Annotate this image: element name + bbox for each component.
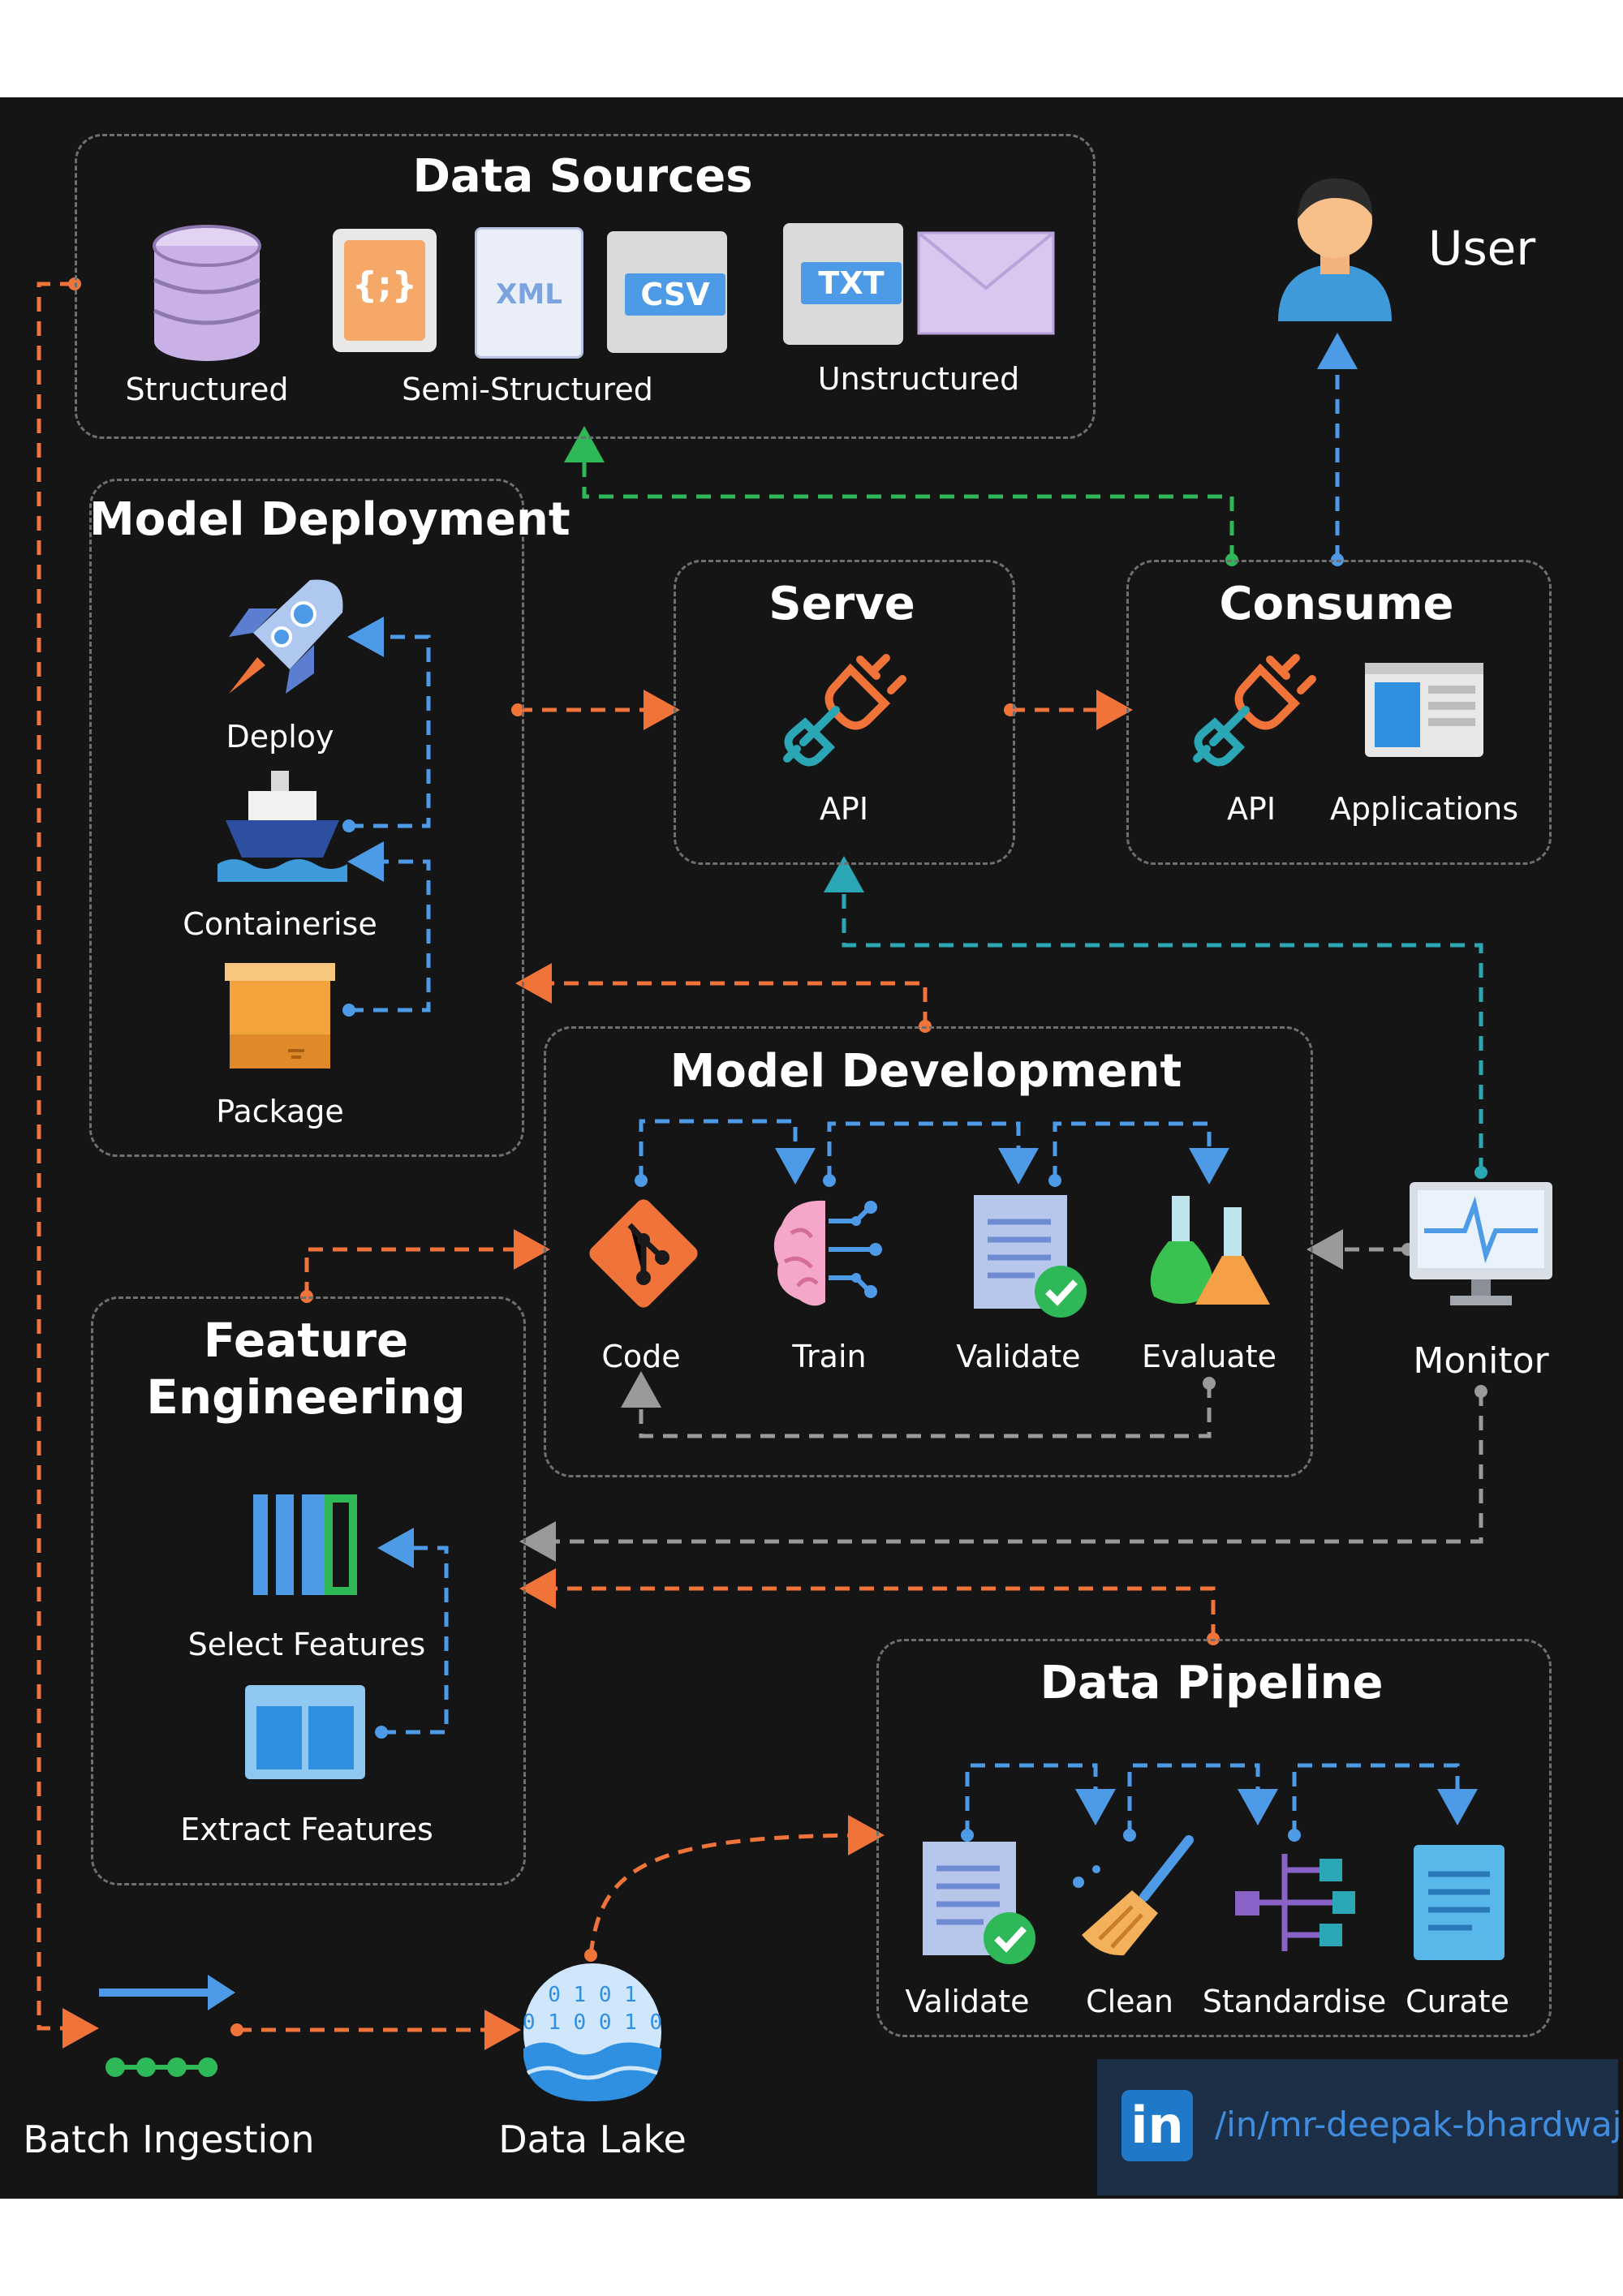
serve-box — [674, 560, 1015, 865]
connector-extract-to-select — [377, 1528, 449, 1735]
connector-pipeline-to-features — [519, 1568, 1216, 1639]
csv-file-icon: CSV — [607, 231, 727, 353]
data-lake-label: Data Lake — [498, 2118, 687, 2161]
serve-api-label: API — [819, 791, 869, 827]
connector-monitor-to-serve — [824, 856, 1483, 1172]
clean-label: Clean — [1086, 1984, 1173, 2019]
consume-box — [1126, 560, 1552, 865]
user-avatar-icon — [1278, 178, 1392, 321]
serve-title: Serve — [768, 578, 915, 630]
data-lake-icon: 0 1 0 1 0 1 0 0 1 0 — [523, 1963, 662, 2101]
applications-label: Applications — [1329, 791, 1519, 827]
mail-icon — [917, 231, 1055, 335]
connector-evaluate-to-code — [621, 1371, 1212, 1438]
extract-features-icon — [245, 1685, 365, 1779]
consume-api-plug-icon — [1193, 654, 1316, 767]
linkedin-handle[interactable]: /in/mr-deepak-bhardwaj — [1215, 2105, 1622, 2144]
model-development-box — [544, 1026, 1313, 1477]
standardise-hierarchy-icon — [1235, 1854, 1355, 1951]
connector-sources-to-ingestion — [37, 282, 99, 2049]
model-development-title: Model Development — [669, 1045, 1182, 1098]
evaluate-label: Evaluate — [1142, 1339, 1276, 1374]
connector-consume-to-sources — [564, 426, 1234, 560]
data-pipeline-title: Data Pipeline — [1040, 1657, 1384, 1709]
connector-code-to-train — [639, 1119, 816, 1185]
json-glyph: {;} — [351, 264, 418, 306]
connector-development-to-deployment — [515, 963, 928, 1026]
feature-engineering-title-1: Feature — [203, 1313, 409, 1368]
connector-containerise-to-deploy — [347, 617, 431, 828]
consume-api-label: API — [1226, 791, 1276, 827]
curate-label: Curate — [1406, 1984, 1509, 2019]
connector-features-to-development — [304, 1229, 550, 1296]
txt-file-icon: TXT — [783, 223, 903, 345]
connector-p-validate-to-clean — [965, 1763, 1116, 1835]
connector-train-to-validate — [827, 1121, 1039, 1185]
consume-title: Consume — [1219, 578, 1454, 630]
train-label: Train — [792, 1339, 867, 1374]
data-lake-bits-1: 0 1 0 1 — [548, 1983, 637, 2007]
batch-ingestion-icon — [99, 1975, 235, 2077]
pipeline-validate-icon — [923, 1842, 1035, 1964]
select-features-icon — [253, 1494, 357, 1595]
code-label: Code — [601, 1339, 681, 1374]
database-icon — [153, 225, 261, 361]
broom-clean-icon — [1073, 1835, 1194, 1956]
package-label: Package — [216, 1094, 344, 1129]
application-window-icon — [1365, 663, 1483, 757]
git-code-icon — [589, 1199, 698, 1308]
user-label: User — [1428, 221, 1536, 276]
txt-glyph: TXT — [818, 265, 885, 301]
serve-api-plug-icon — [783, 654, 906, 767]
evaluate-flask-icon — [1150, 1196, 1270, 1305]
linkedin-badge[interactable]: in /in/mr-deepak-bhardwaj — [1097, 2059, 1622, 2195]
batch-ingestion-label: Batch Ingestion — [23, 2118, 315, 2161]
feature-engineering-box — [91, 1296, 526, 1885]
model-deployment-title: Model Deployment — [89, 493, 570, 546]
json-file-icon: {;} — [333, 229, 437, 352]
connector-validate-to-evaluate — [1053, 1121, 1229, 1185]
extract-features-label: Extract Features — [180, 1812, 433, 1847]
validate-document-icon — [974, 1195, 1087, 1318]
containerise-label: Containerise — [183, 906, 377, 942]
data-sources-title: Data Sources — [412, 150, 753, 203]
ship-icon — [217, 771, 347, 882]
pipeline-validate-label: Validate — [905, 1984, 1030, 2019]
monitor-screen-icon — [1410, 1182, 1552, 1305]
connector-lake-to-pipeline — [588, 1815, 885, 1956]
rocket-icon — [229, 579, 343, 694]
xml-glyph: XML — [496, 278, 562, 311]
connector-clean-to-standardise — [1127, 1763, 1278, 1835]
package-box-icon — [225, 963, 335, 1068]
connector-monitor-to-features — [519, 1391, 1483, 1562]
model-deployment-box — [89, 479, 524, 1157]
data-lake-bits-2: 0 1 0 0 1 0 — [523, 2010, 662, 2035]
select-features-label: Select Features — [187, 1627, 426, 1662]
structured-label: Structured — [125, 372, 289, 407]
connector-standardise-to-curate — [1292, 1763, 1478, 1835]
data-pipeline-box — [876, 1639, 1552, 2037]
data-sources-box — [75, 134, 1096, 439]
curate-document-icon — [1414, 1845, 1505, 1960]
monitor-label: Monitor — [1413, 1340, 1549, 1382]
semi-structured-label: Semi-Structured — [402, 372, 653, 407]
unstructured-label: Unstructured — [817, 361, 1020, 397]
connector-package-to-containerise — [347, 841, 431, 1013]
dev-validate-label: Validate — [956, 1339, 1081, 1374]
xml-file-icon: XML — [475, 227, 583, 359]
csv-glyph: CSV — [640, 277, 710, 312]
brain-train-icon — [773, 1200, 882, 1306]
linkedin-icon: in — [1121, 2090, 1193, 2161]
deploy-label: Deploy — [226, 719, 334, 755]
feature-engineering-title-2: Engineering — [146, 1369, 466, 1425]
standardise-label: Standardise — [1202, 1984, 1387, 2019]
